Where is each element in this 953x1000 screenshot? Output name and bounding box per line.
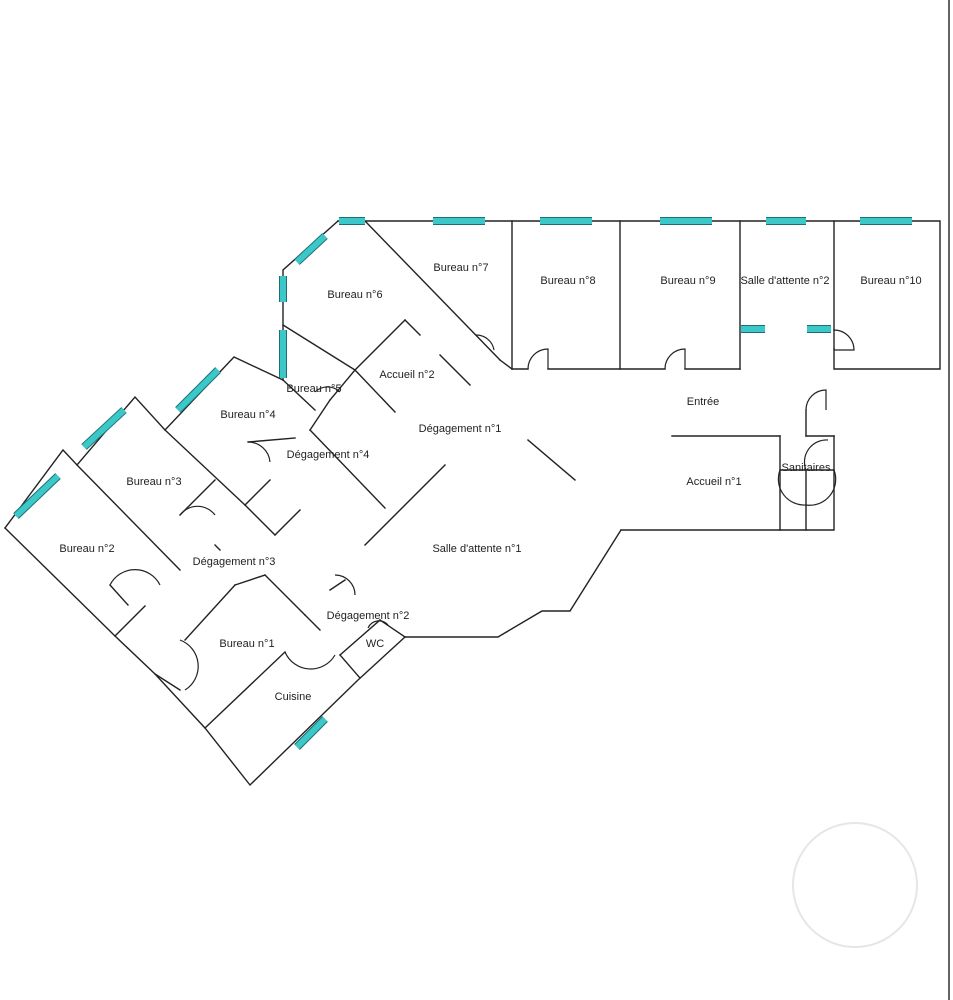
room-labels: Bureau n°2 Bureau n°3 Bureau n°4 Bureau …: [59, 262, 921, 703]
label-bureau-5: Bureau n°5: [286, 383, 341, 395]
window-glazing: [175, 367, 221, 413]
label-bureau-1: Bureau n°1: [219, 638, 274, 650]
label-accueil-1: Accueil n°1: [686, 476, 741, 488]
label-bureau-6: Bureau n°6: [327, 289, 382, 301]
windows: [13, 217, 912, 750]
label-salle-attente-2: Salle d'attente n°2: [740, 275, 829, 287]
label-wc: WC: [366, 638, 384, 650]
window-glazing: [81, 407, 127, 450]
label-cuisine: Cuisine: [275, 691, 312, 703]
label-bureau-8: Bureau n°8: [540, 275, 595, 287]
label-bureau-2: Bureau n°2: [59, 543, 114, 555]
label-entree: Entrée: [687, 396, 719, 408]
label-degagement-1: Dégagement n°1: [419, 423, 502, 435]
label-sanitaires: Sanitaires: [782, 462, 831, 474]
exterior-walls: [4, 220, 941, 787]
interior-walls: [76, 220, 835, 729]
label-bureau-4: Bureau n°4: [220, 409, 275, 421]
door-swings: [109, 329, 855, 691]
label-bureau-10: Bureau n°10: [860, 275, 921, 287]
watermark-circle: [792, 822, 918, 948]
window-glazing: [13, 473, 61, 519]
label-degagement-2: Dégagement n°2: [327, 610, 410, 622]
label-accueil-2: Accueil n°2: [379, 369, 434, 381]
window-glazing: [294, 716, 328, 750]
label-bureau-3: Bureau n°3: [126, 476, 181, 488]
label-salle-attente-1: Salle d'attente n°1: [432, 543, 521, 555]
label-bureau-9: Bureau n°9: [660, 275, 715, 287]
label-degagement-4: Dégagement n°4: [287, 449, 370, 461]
label-bureau-7: Bureau n°7: [433, 262, 488, 274]
window-glazing: [294, 233, 328, 265]
label-degagement-3: Dégagement n°3: [193, 556, 276, 568]
